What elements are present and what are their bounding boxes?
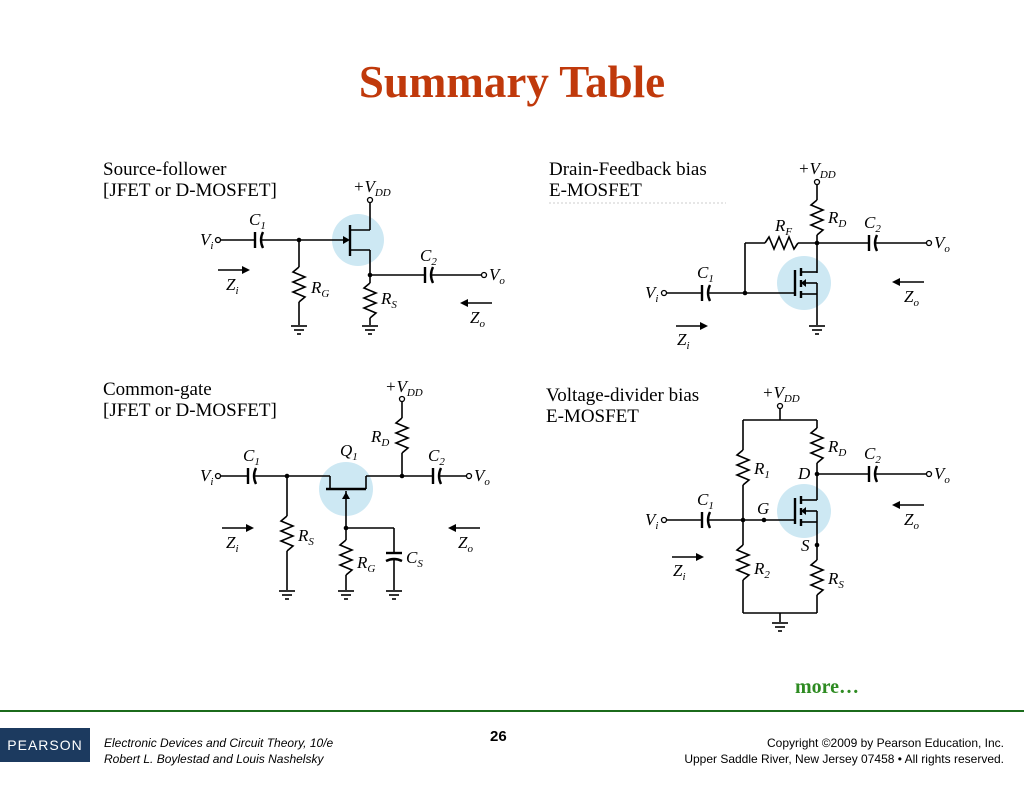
svg-text:RG: RG [310, 278, 329, 300]
svg-text:D: D [797, 464, 811, 483]
svg-text:Q1: Q1 [340, 441, 358, 463]
svg-text:C2: C2 [864, 444, 881, 466]
panel-drain-feedback: Drain-Feedback bias E-MOSFET +VDD RD RF … [549, 159, 950, 352]
copyright: Copyright ©2009 by Pearson Education, In… [684, 735, 1004, 767]
svg-text:Zo: Zo [904, 287, 919, 309]
svg-text:C1: C1 [697, 263, 714, 285]
svg-text:RD: RD [827, 437, 846, 459]
svg-text:Vi: Vi [200, 466, 213, 488]
more-link[interactable]: more… [795, 676, 860, 698]
vi-label: Vi [200, 230, 213, 252]
vo-label: Vo [489, 265, 505, 287]
zi-label: Zi [226, 275, 239, 297]
footer-divider [0, 710, 1024, 712]
drain-feedback-subtitle: E-MOSFET [549, 180, 642, 201]
svg-text:Zi: Zi [677, 330, 690, 352]
svg-text:C2: C2 [420, 246, 437, 268]
svg-text:+VDD: +VDD [798, 159, 836, 181]
svg-text:RD: RD [370, 427, 389, 449]
svg-text:Vi: Vi [645, 510, 658, 532]
svg-text:+VDD: +VDD [762, 383, 800, 405]
voltage-divider-title: Voltage-divider bias [546, 385, 699, 406]
svg-text:C2: C2 [428, 446, 445, 468]
svg-text:Zi: Zi [673, 561, 686, 583]
slide-title: Summary Table [358, 57, 666, 107]
svg-text:R2: R2 [753, 559, 770, 581]
svg-text:Vo: Vo [934, 464, 950, 486]
panel-voltage-divider: Voltage-divider bias E-MOSFET +VDD R1 R2… [546, 383, 950, 632]
rf-resistor [764, 234, 799, 252]
svg-text:C1: C1 [243, 446, 260, 468]
common-gate-title: Common-gate [103, 379, 212, 400]
svg-text:C2: C2 [864, 213, 881, 235]
svg-text:+VDD: +VDD [385, 377, 423, 399]
transistor-highlight [332, 214, 384, 266]
svg-text:Vo: Vo [934, 233, 950, 255]
book-citation: Electronic Devices and Circuit Theory, 1… [104, 735, 333, 767]
svg-text:Vi: Vi [645, 283, 658, 305]
zo-label: Zo [470, 308, 485, 330]
common-gate-subtitle: [JFET or D-MOSFET] [103, 400, 277, 421]
voltage-divider-subtitle: E-MOSFET [546, 406, 639, 427]
svg-text:Vo: Vo [474, 466, 490, 488]
svg-text:RS: RS [380, 289, 397, 311]
svg-text:Zo: Zo [458, 533, 473, 555]
source-follower-subtitle: [JFET or D-MOSFET] [103, 180, 277, 201]
svg-text:Zo: Zo [904, 510, 919, 532]
svg-text:Zi: Zi [226, 533, 239, 555]
rg-resistor [290, 266, 308, 303]
copyright-line: Copyright ©2009 by Pearson Education, In… [767, 736, 1004, 750]
pearson-logo: PEARSON [0, 728, 90, 762]
svg-text:RF: RF [774, 216, 792, 238]
svg-text:RG: RG [356, 553, 375, 575]
svg-text:R1: R1 [753, 459, 770, 481]
svg-text:C1: C1 [249, 210, 266, 232]
rights-line: Upper Saddle River, New Jersey 07458 • A… [684, 752, 1004, 766]
svg-text:RD: RD [827, 208, 846, 230]
svg-text:S: S [801, 536, 810, 555]
panel-common-gate: Common-gate [JFET or D-MOSFET] Vi C1 RS … [103, 377, 490, 600]
book-title: Electronic Devices and Circuit Theory, 1… [104, 736, 334, 750]
svg-text:RS: RS [297, 526, 314, 548]
page-number: 26 [490, 728, 507, 745]
vdd-label: +VDD [353, 177, 391, 199]
rs-resistor [361, 282, 379, 319]
book-authors: Robert L. Boylestad and Louis Nashelsky [104, 752, 324, 766]
source-follower-title: Source-follower [103, 159, 227, 180]
rd-resistor [808, 199, 826, 236]
svg-text:CS: CS [406, 548, 423, 570]
svg-text:RS: RS [827, 569, 844, 591]
svg-text:G: G [757, 499, 769, 518]
panel-source-follower: Source-follower [JFET or D-MOSFET] Vi C1… [103, 159, 505, 335]
svg-text:C1: C1 [697, 490, 714, 512]
drain-feedback-title: Drain-Feedback bias [549, 159, 707, 180]
